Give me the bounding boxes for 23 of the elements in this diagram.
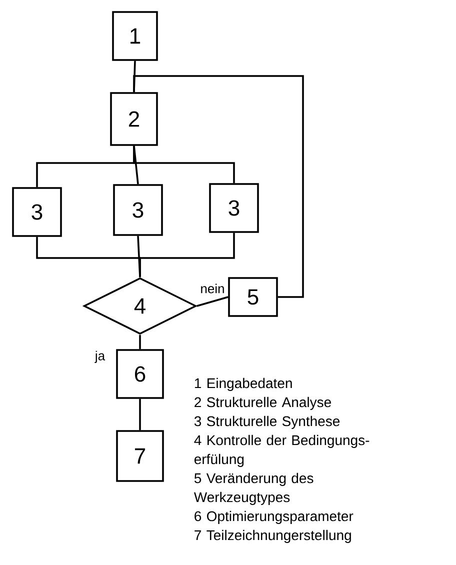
- process-box: 7: [116, 430, 164, 482]
- legend-entry: 1 Eingabedaten: [194, 378, 292, 391]
- process-box: 1: [112, 11, 158, 61]
- edge-label: nein: [199, 282, 226, 294]
- process-box: 3: [12, 187, 62, 237]
- legend-entry: 2 Strukturelle Analyse: [194, 396, 331, 410]
- process-box: 2: [110, 92, 158, 146]
- legend-entry: 7 Teilzeichnungerstellung: [194, 530, 351, 543]
- legend-entry: 3 Strukturelle Synthese: [194, 416, 340, 429]
- legend-entry: 6 Optimierungsparameter: [194, 510, 354, 524]
- connector-line: [133, 75, 304, 298]
- connector-line: [133, 146, 235, 184]
- connector-line: [139, 398, 141, 430]
- legend-entry: 5 Veränderung des Werkzeugtypes: [194, 472, 314, 505]
- process-box: 3: [209, 183, 259, 233]
- connector-line: [139, 232, 235, 278]
- process-box: 3: [113, 184, 163, 236]
- connector-line: [196, 296, 228, 307]
- process-box: 5: [228, 277, 278, 317]
- edge-label: ja: [94, 350, 106, 364]
- legend-entry: 4 Kontrolle der Bedingungs- erfülung: [194, 434, 370, 467]
- connector-line: [139, 334, 141, 350]
- process-box: 6: [116, 349, 164, 399]
